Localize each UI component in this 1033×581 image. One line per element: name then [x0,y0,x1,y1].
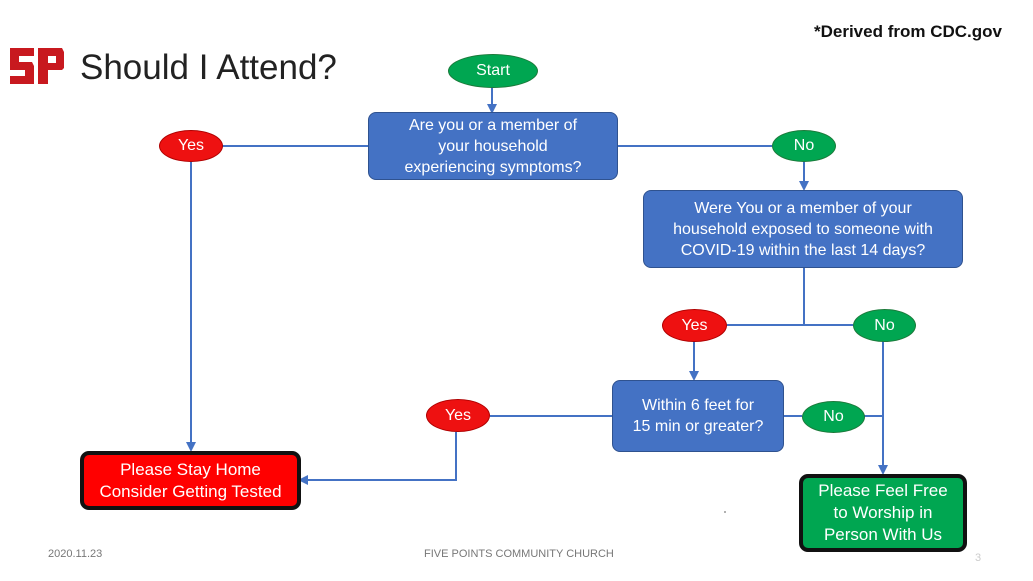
source-note: *Derived from CDC.gov [814,22,1002,41]
five-points-logo-icon [10,48,64,84]
footer-date: 2020.11.23 [48,548,103,560]
page-number: 3 [975,552,982,564]
footer-organization: FIVE POINTS COMMUNITY CHURCH [424,548,614,560]
proximity-no: No [802,401,865,433]
symptoms-question: Are you or a member of your household ex… [368,112,618,180]
worship-result: Please Feel Free to Worship in Person Wi… [799,474,967,552]
start-node: Start [448,54,538,88]
proximity-yes: Yes [426,399,490,432]
exposure-question: Were You or a member of your household e… [643,190,963,268]
stray-dot [724,511,726,513]
proximity-question: Within 6 feet for 15 min or greater? [612,380,784,452]
symptoms-yes: Yes [159,130,223,162]
exposure-no: No [853,309,916,342]
connector-q3yes-stayhome [298,432,457,485]
exposure-yes: Yes [662,309,727,342]
symptoms-no: No [772,130,836,162]
stay-home-result: Please Stay Home Consider Getting Tested [80,451,301,510]
page-title: Should I Attend? [80,48,337,87]
